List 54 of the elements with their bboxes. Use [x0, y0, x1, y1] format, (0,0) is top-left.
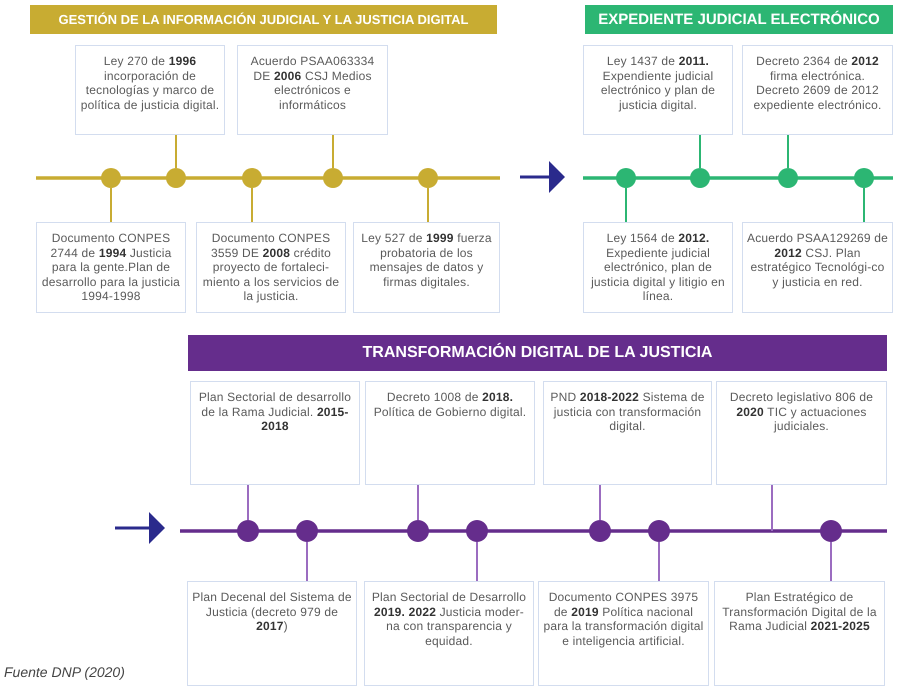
timeline-dot: [237, 520, 259, 542]
leader-line: [476, 542, 478, 581]
text-box: PND 2018-2022 Sistema de justicia con transformación digital.: [543, 381, 712, 485]
text-box: Plan Estratégico de Transformación Digital de la Rama Judicial 2021-2025: [714, 581, 885, 686]
timeline-dot: [616, 168, 636, 188]
section-header: TRANSFORMACIÓN DIGITAL DE LA JUSTICIA: [188, 335, 887, 371]
timeline-dot: [418, 168, 438, 188]
leader-line: [863, 188, 865, 222]
timeline-dot: [407, 520, 429, 542]
leader-line: [110, 188, 112, 222]
timeline-dot: [101, 168, 121, 188]
text-box: Acuerdo PSAA129269 de 2012 CSJ. Plan estratégico Tecnológi-co y justicia en red.: [742, 222, 893, 313]
text-box: Documento CONPES 2744 de 1994 Justicia para la gente.Plan de desarrollo para la justicia 1994-1998: [36, 222, 186, 313]
leader-line: [175, 135, 177, 168]
text-box: Ley 270 de 1996 incorporación de tecnologías y marco de política de justicia digital.: [75, 45, 225, 135]
text-box: Plan Sectorial de desarrollo de la Rama Judicial. 2015-2018: [190, 381, 360, 485]
text-box: Acuerdo PSAA063334 DE 2006 CSJ Medios electrónicos e informáticos: [237, 45, 388, 135]
leader-line: [771, 485, 773, 531]
leader-line: [599, 485, 601, 520]
leader-line: [830, 542, 832, 581]
leader-line: [417, 485, 419, 520]
leader-line: [625, 188, 627, 222]
leader-line: [787, 135, 789, 168]
text-box: Decreto 1008 de 2018. Política de Gobierno digital.: [365, 381, 535, 485]
leader-line: [332, 135, 334, 168]
timeline-dot: [690, 168, 710, 188]
text-box: Decreto 2364 de 2012 firma electrónica. Decreto 2609 de 2012 expediente electrónico.: [742, 45, 893, 135]
leader-line: [251, 188, 253, 222]
timeline-dot: [854, 168, 874, 188]
timeline-dot: [820, 520, 842, 542]
text-box: Ley 527 de 1999 fuerza probatoria de los mensajes de datos y firmas digitales.: [353, 222, 500, 313]
timeline-dot: [296, 520, 318, 542]
timeline-dot: [778, 168, 798, 188]
source-note: Fuente DNP (2020): [4, 664, 125, 680]
text-box: Ley 1437 de 2011. Expendiente judicial electrónico y plan de justicia digital.: [583, 45, 733, 135]
timeline-dot: [242, 168, 262, 188]
timeline-dot: [166, 168, 186, 188]
leader-line: [658, 542, 660, 581]
text-box: Documento CONPES 3559 DE 2008 crédito proyecto de fortaleci-miento a los servicios de la justicia.: [196, 222, 346, 313]
timeline-dot: [323, 168, 343, 188]
text-box: Documento CONPES 3975 de 2019 Política nacional para la transformación digital e inteligencia artificial.: [538, 581, 709, 686]
leader-line: [699, 135, 701, 168]
text-box: Plan Sectorial de Desarrollo 2019. 2022 Justicia moder-na con transparencia y equidad.: [364, 581, 534, 686]
section-header: GESTIÓN DE LA INFORMACIÓN JUDICIAL Y LA JUSTICIA DIGITAL: [30, 5, 497, 34]
leader-line: [247, 485, 249, 520]
section-header: EXPEDIENTE JUDICIAL ELECTRÓNICO: [585, 5, 893, 34]
timeline-dot: [589, 520, 611, 542]
leader-line: [306, 542, 308, 581]
timeline-dot: [648, 520, 670, 542]
text-box: Ley 1564 de 2012. Expediente judicial electrónico, plan de justicia digital y litigio en línea.: [583, 222, 733, 313]
text-box: Plan Decenal del Sistema de Justicia (decreto 979 de 2017): [187, 581, 357, 686]
text-box: Decreto legislativo 806 de 2020 TIC y actuaciones judiciales.: [716, 381, 887, 485]
leader-line: [427, 188, 429, 222]
timeline-dot: [466, 520, 488, 542]
